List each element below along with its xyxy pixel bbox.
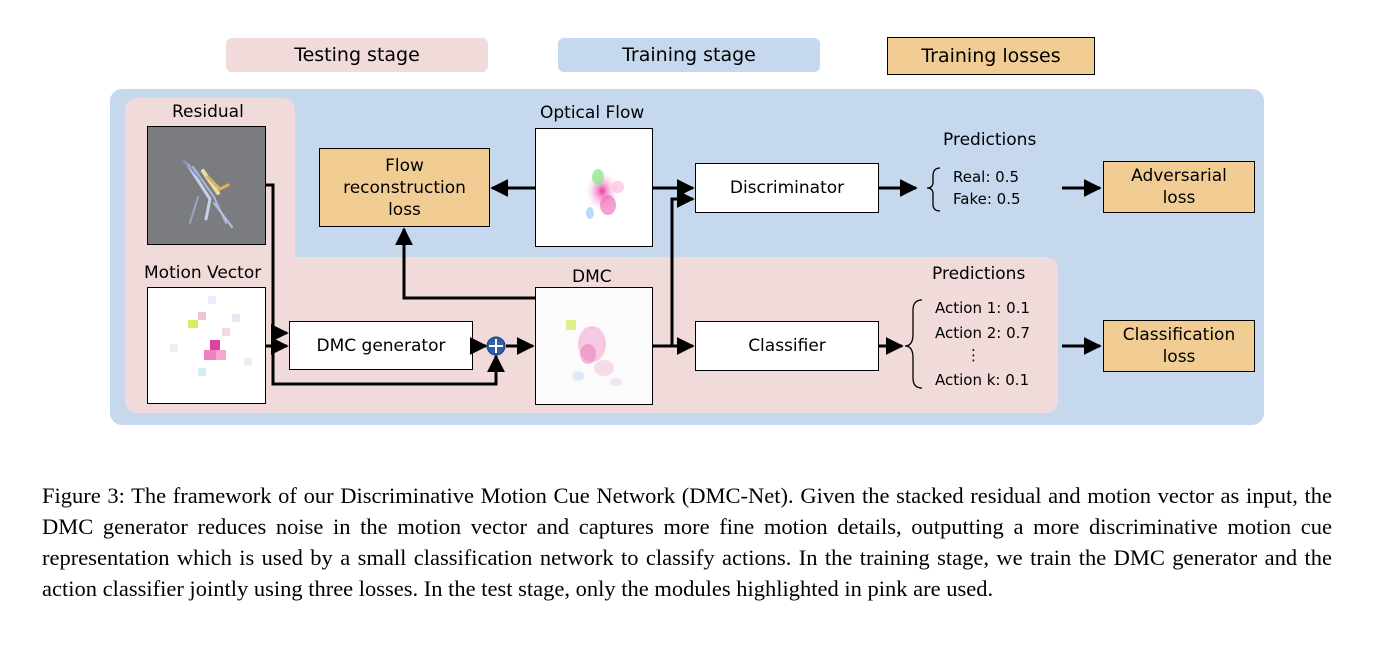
arrow-mv-skip-to-plus (271, 346, 505, 386)
legend-training-stage: Training stage (558, 38, 820, 72)
flow-reconstruction-line-1: Flow (385, 155, 424, 176)
brace-top (926, 167, 941, 212)
figure-caption: Figure 3: The framework of our Discrimin… (42, 483, 1332, 601)
predictions-bottom-title: Predictions (932, 264, 1026, 284)
motion-vector-label: Motion Vector (144, 263, 262, 283)
arrow-dmc-to-flow-loss (395, 227, 535, 300)
prediction-real: Real: 0.5 (953, 168, 1020, 186)
dmc-label: DMC (572, 267, 612, 287)
prediction-action-k: Action k: 0.1 (935, 371, 1030, 389)
prediction-fake: Fake: 0.5 (953, 190, 1021, 208)
flow-reconstruction-line-2: reconstruction (343, 177, 466, 198)
adversarial-loss-line-2: loss (1162, 188, 1196, 208)
legend-testing-stage: Testing stage (226, 38, 488, 72)
residual-label: Residual (172, 102, 244, 122)
arrow-residual-to-generator (266, 183, 289, 342)
prediction-action-1: Action 1: 0.1 (935, 299, 1030, 317)
arrow-dmc-to-discriminator (653, 190, 695, 348)
classification-loss-box: Classification loss (1103, 320, 1255, 372)
classification-loss-line-2: loss (1162, 347, 1196, 367)
discriminator-box: Discriminator (695, 163, 879, 213)
optical-flow-label: Optical Flow (540, 103, 645, 123)
flow-reconstruction-line-3: loss (388, 199, 421, 220)
motion-vector-image (147, 287, 266, 404)
prediction-action-2: Action 2: 0.7 (935, 324, 1030, 342)
optical-flow-image (535, 128, 653, 247)
adversarial-loss-box: Adversarial loss (1103, 161, 1255, 213)
brace-bottom (904, 299, 923, 389)
classification-loss-line-1: Classification (1122, 325, 1236, 345)
adversarial-loss-line-1: Adversarial (1131, 166, 1227, 186)
legend-training-losses: Training losses (887, 37, 1095, 75)
predictions-top-title: Predictions (943, 130, 1037, 150)
classifier-box: Classifier (695, 321, 879, 371)
residual-image (147, 126, 266, 245)
dmc-image (535, 287, 653, 405)
prediction-ellipsis: ⋮ (966, 346, 981, 364)
flow-reconstruction-loss-box: Flow reconstruction loss (319, 148, 490, 227)
